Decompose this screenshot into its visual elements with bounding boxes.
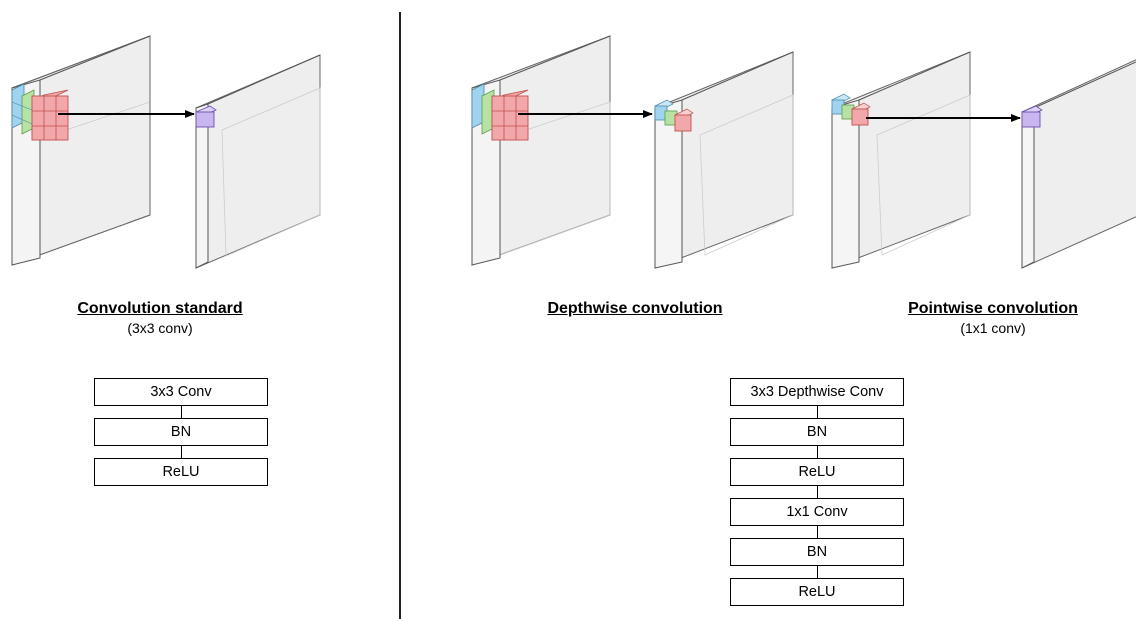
standard-input-volume bbox=[11, 35, 151, 266]
pointwise-output-pixel bbox=[1021, 105, 1043, 128]
flow-connector bbox=[181, 406, 182, 418]
depthwise-kernel bbox=[471, 83, 529, 141]
flow-connector bbox=[817, 446, 818, 458]
standard-output-pixel bbox=[195, 105, 217, 128]
standard-output-volume bbox=[195, 54, 321, 269]
pointwise-caption-subtitle: (1x1 conv) bbox=[960, 320, 1026, 336]
standard-caption-subtitle: (3x3 conv) bbox=[127, 320, 193, 336]
flow-connector bbox=[817, 486, 818, 498]
pointwise-kernel bbox=[831, 93, 871, 126]
depthwise-input-volume bbox=[471, 35, 611, 266]
flow-box-bn: BN bbox=[94, 418, 268, 446]
flow-box-relu: ReLU bbox=[730, 458, 904, 486]
standard-kernel bbox=[11, 83, 69, 141]
pointwise-output-volume bbox=[1021, 59, 1136, 269]
flow-box-depthwise-conv: 3x3 Depthwise Conv bbox=[730, 378, 904, 406]
section-divider bbox=[399, 12, 401, 619]
flow-box-relu: ReLU bbox=[730, 578, 904, 606]
depthwise-output-volume bbox=[654, 51, 794, 269]
pointwise-input-volume bbox=[831, 51, 971, 269]
flow-box-bn: BN bbox=[730, 538, 904, 566]
standard-caption-title: Convolution standard bbox=[77, 300, 243, 317]
depthwise-caption-title: Depthwise convolution bbox=[547, 300, 723, 317]
flow-connector bbox=[817, 566, 818, 578]
depthwise-output-channels bbox=[654, 99, 694, 132]
flow-box-relu: ReLU bbox=[94, 458, 268, 486]
flow-box-pointwise-conv: 1x1 Conv bbox=[730, 498, 904, 526]
flow-connector bbox=[817, 406, 818, 418]
flow-connector bbox=[817, 526, 818, 538]
flow-connector bbox=[181, 446, 182, 458]
flow-box-bn: BN bbox=[730, 418, 904, 446]
pointwise-caption-title: Pointwise convolution bbox=[908, 300, 1078, 317]
flow-box-conv: 3x3 Conv bbox=[94, 378, 268, 406]
